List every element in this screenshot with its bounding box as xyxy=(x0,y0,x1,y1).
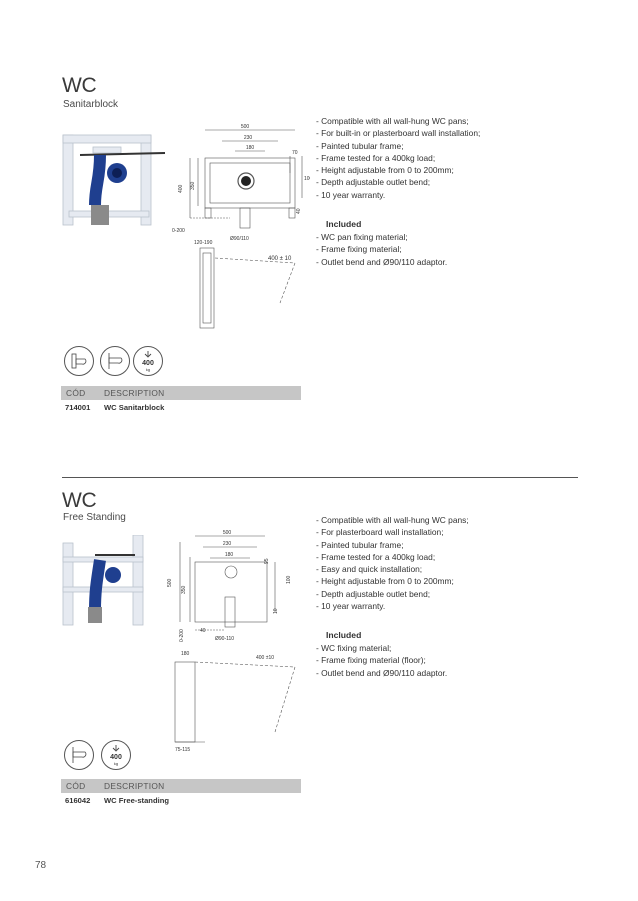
feature-item: - Frame tested for a 400kg load; xyxy=(316,152,436,163)
included-item: - Outlet bend and Ø90/110 adaptor. xyxy=(316,667,448,678)
wall-hung-wc-icon xyxy=(100,346,130,376)
feature-item: - 10 year warranty. xyxy=(316,601,386,612)
included-item: - Frame fixing material (floor); xyxy=(316,655,426,666)
dim-180: 180 xyxy=(246,145,255,151)
dim-180: 180 xyxy=(225,552,234,558)
section2-included-title: Included xyxy=(326,630,362,640)
dim-500: 500 xyxy=(223,530,232,536)
dim-0-200: 0-200 xyxy=(179,629,185,642)
technical-drawing-free-standing: 500 230 180 95 100 500 350 0-200 40 Ø90-… xyxy=(167,530,296,753)
dim-400-10: 400 ± 10 xyxy=(268,256,292,262)
product-description: WC Sanitarblock xyxy=(104,403,165,412)
page-number: 78 xyxy=(35,860,47,871)
included-item: - Frame fixing material; xyxy=(316,244,402,255)
feature-item: - Depth adjustable outlet bend; xyxy=(316,588,431,599)
dim-120-190: 120-190 xyxy=(194,240,213,246)
section1-title: WC xyxy=(62,74,97,97)
dim-10: 10 xyxy=(273,608,279,614)
section1-features: - Compatible with all wall-hung WC pans;… xyxy=(316,115,616,201)
dim-500: 500 xyxy=(241,124,250,130)
product-description: WC Free-standing xyxy=(104,796,169,805)
section2-features: - Compatible with all wall-hung WC pans;… xyxy=(316,514,616,612)
dim-75-115: 75-115 xyxy=(175,747,190,753)
product-code: 714001 xyxy=(65,403,91,412)
dim-230: 230 xyxy=(244,135,253,141)
load-unit: kg xyxy=(146,367,150,372)
section2-subtitle: Free Standing xyxy=(63,512,126,523)
dim-180-bottom: 180 xyxy=(181,651,190,657)
dim-95: 95 xyxy=(264,558,270,564)
load-value: 400 xyxy=(142,360,154,367)
section1-included-title: Included xyxy=(326,219,362,229)
section1-subtitle: Sanitarblock xyxy=(63,99,119,110)
wall-wc-icon xyxy=(64,346,94,376)
col-code-header: CÓD xyxy=(66,781,86,791)
feature-item: - Height adjustable from 0 to 200mm; xyxy=(316,165,454,176)
dim-0-200: 0-200 xyxy=(172,228,185,234)
feature-item: - Depth adjustable outlet bend; xyxy=(316,177,431,188)
feature-item: - Frame tested for a 400kg load; xyxy=(316,551,436,562)
col-description-header: DESCRIPTION xyxy=(104,388,165,398)
feature-item: - For plasterboard wall installation; xyxy=(316,527,444,538)
included-item: - WC pan fixing material; xyxy=(316,232,408,242)
col-code-header: CÓD xyxy=(66,388,86,398)
dim-100: 100 xyxy=(304,176,310,182)
feature-item: - Painted tubular frame; xyxy=(316,140,404,151)
feature-item: - Painted tubular frame; xyxy=(316,539,404,550)
dim-400-10: 400 ±10 xyxy=(256,655,274,661)
wall-hung-wc-icon xyxy=(64,740,94,770)
section-divider xyxy=(62,477,578,478)
load-value: 400 xyxy=(110,754,122,761)
product-photo-sanitarblock xyxy=(62,134,166,226)
table-row: 616042 WC Free-standing xyxy=(61,796,301,808)
dim-230: 230 xyxy=(223,541,232,547)
product-code: 616042 xyxy=(65,796,91,805)
load-400kg-icon: 400 kg xyxy=(101,740,131,770)
dim-400: 400 xyxy=(178,184,184,193)
dim-40: 40 xyxy=(200,628,206,634)
dim-350: 350 xyxy=(190,181,196,190)
table-row: 714001 WC Sanitarblock xyxy=(61,403,301,415)
included-item: - WC fixing material; xyxy=(316,643,392,653)
technical-drawing-sanitarblock: 500 230 180 70 100 400 350 0-200 120-190… xyxy=(172,124,310,329)
dim-500-vertical: 500 xyxy=(167,578,173,587)
dim-90-110: Ø90-110 xyxy=(215,636,234,642)
product-photo-free-standing xyxy=(62,535,144,626)
dim-350: 350 xyxy=(181,585,187,594)
feature-item: - Compatible with all wall-hung WC pans; xyxy=(316,515,469,525)
section2-table-header: CÓD DESCRIPTION xyxy=(61,779,301,793)
dim-90-110: Ø90/110 xyxy=(230,236,249,242)
dim-40: 40 xyxy=(296,208,302,214)
section1-included-list: - WC pan fixing material; - Frame fixing… xyxy=(316,231,447,268)
dim-100: 100 xyxy=(286,575,292,584)
feature-item: - Easy and quick installation; xyxy=(316,564,423,575)
feature-item: - Height adjustable from 0 to 200mm; xyxy=(316,576,454,587)
feature-item: - Compatible with all wall-hung WC pans; xyxy=(316,116,469,126)
load-unit: kg xyxy=(114,761,118,766)
feature-item: - 10 year warranty. xyxy=(316,189,386,200)
section1-table-header: CÓD DESCRIPTION xyxy=(61,386,301,400)
section2-included-list: - WC fixing material; - Frame fixing mat… xyxy=(316,642,447,679)
col-description-header: DESCRIPTION xyxy=(104,781,165,791)
feature-item: - For built-in or plasterboard wall inst… xyxy=(316,128,481,139)
load-400kg-icon: 400 kg xyxy=(133,346,163,376)
dim-70: 70 xyxy=(292,150,298,156)
section2-title: WC xyxy=(62,489,97,512)
included-item: - Outlet bend and Ø90/110 adaptor. xyxy=(316,256,448,267)
